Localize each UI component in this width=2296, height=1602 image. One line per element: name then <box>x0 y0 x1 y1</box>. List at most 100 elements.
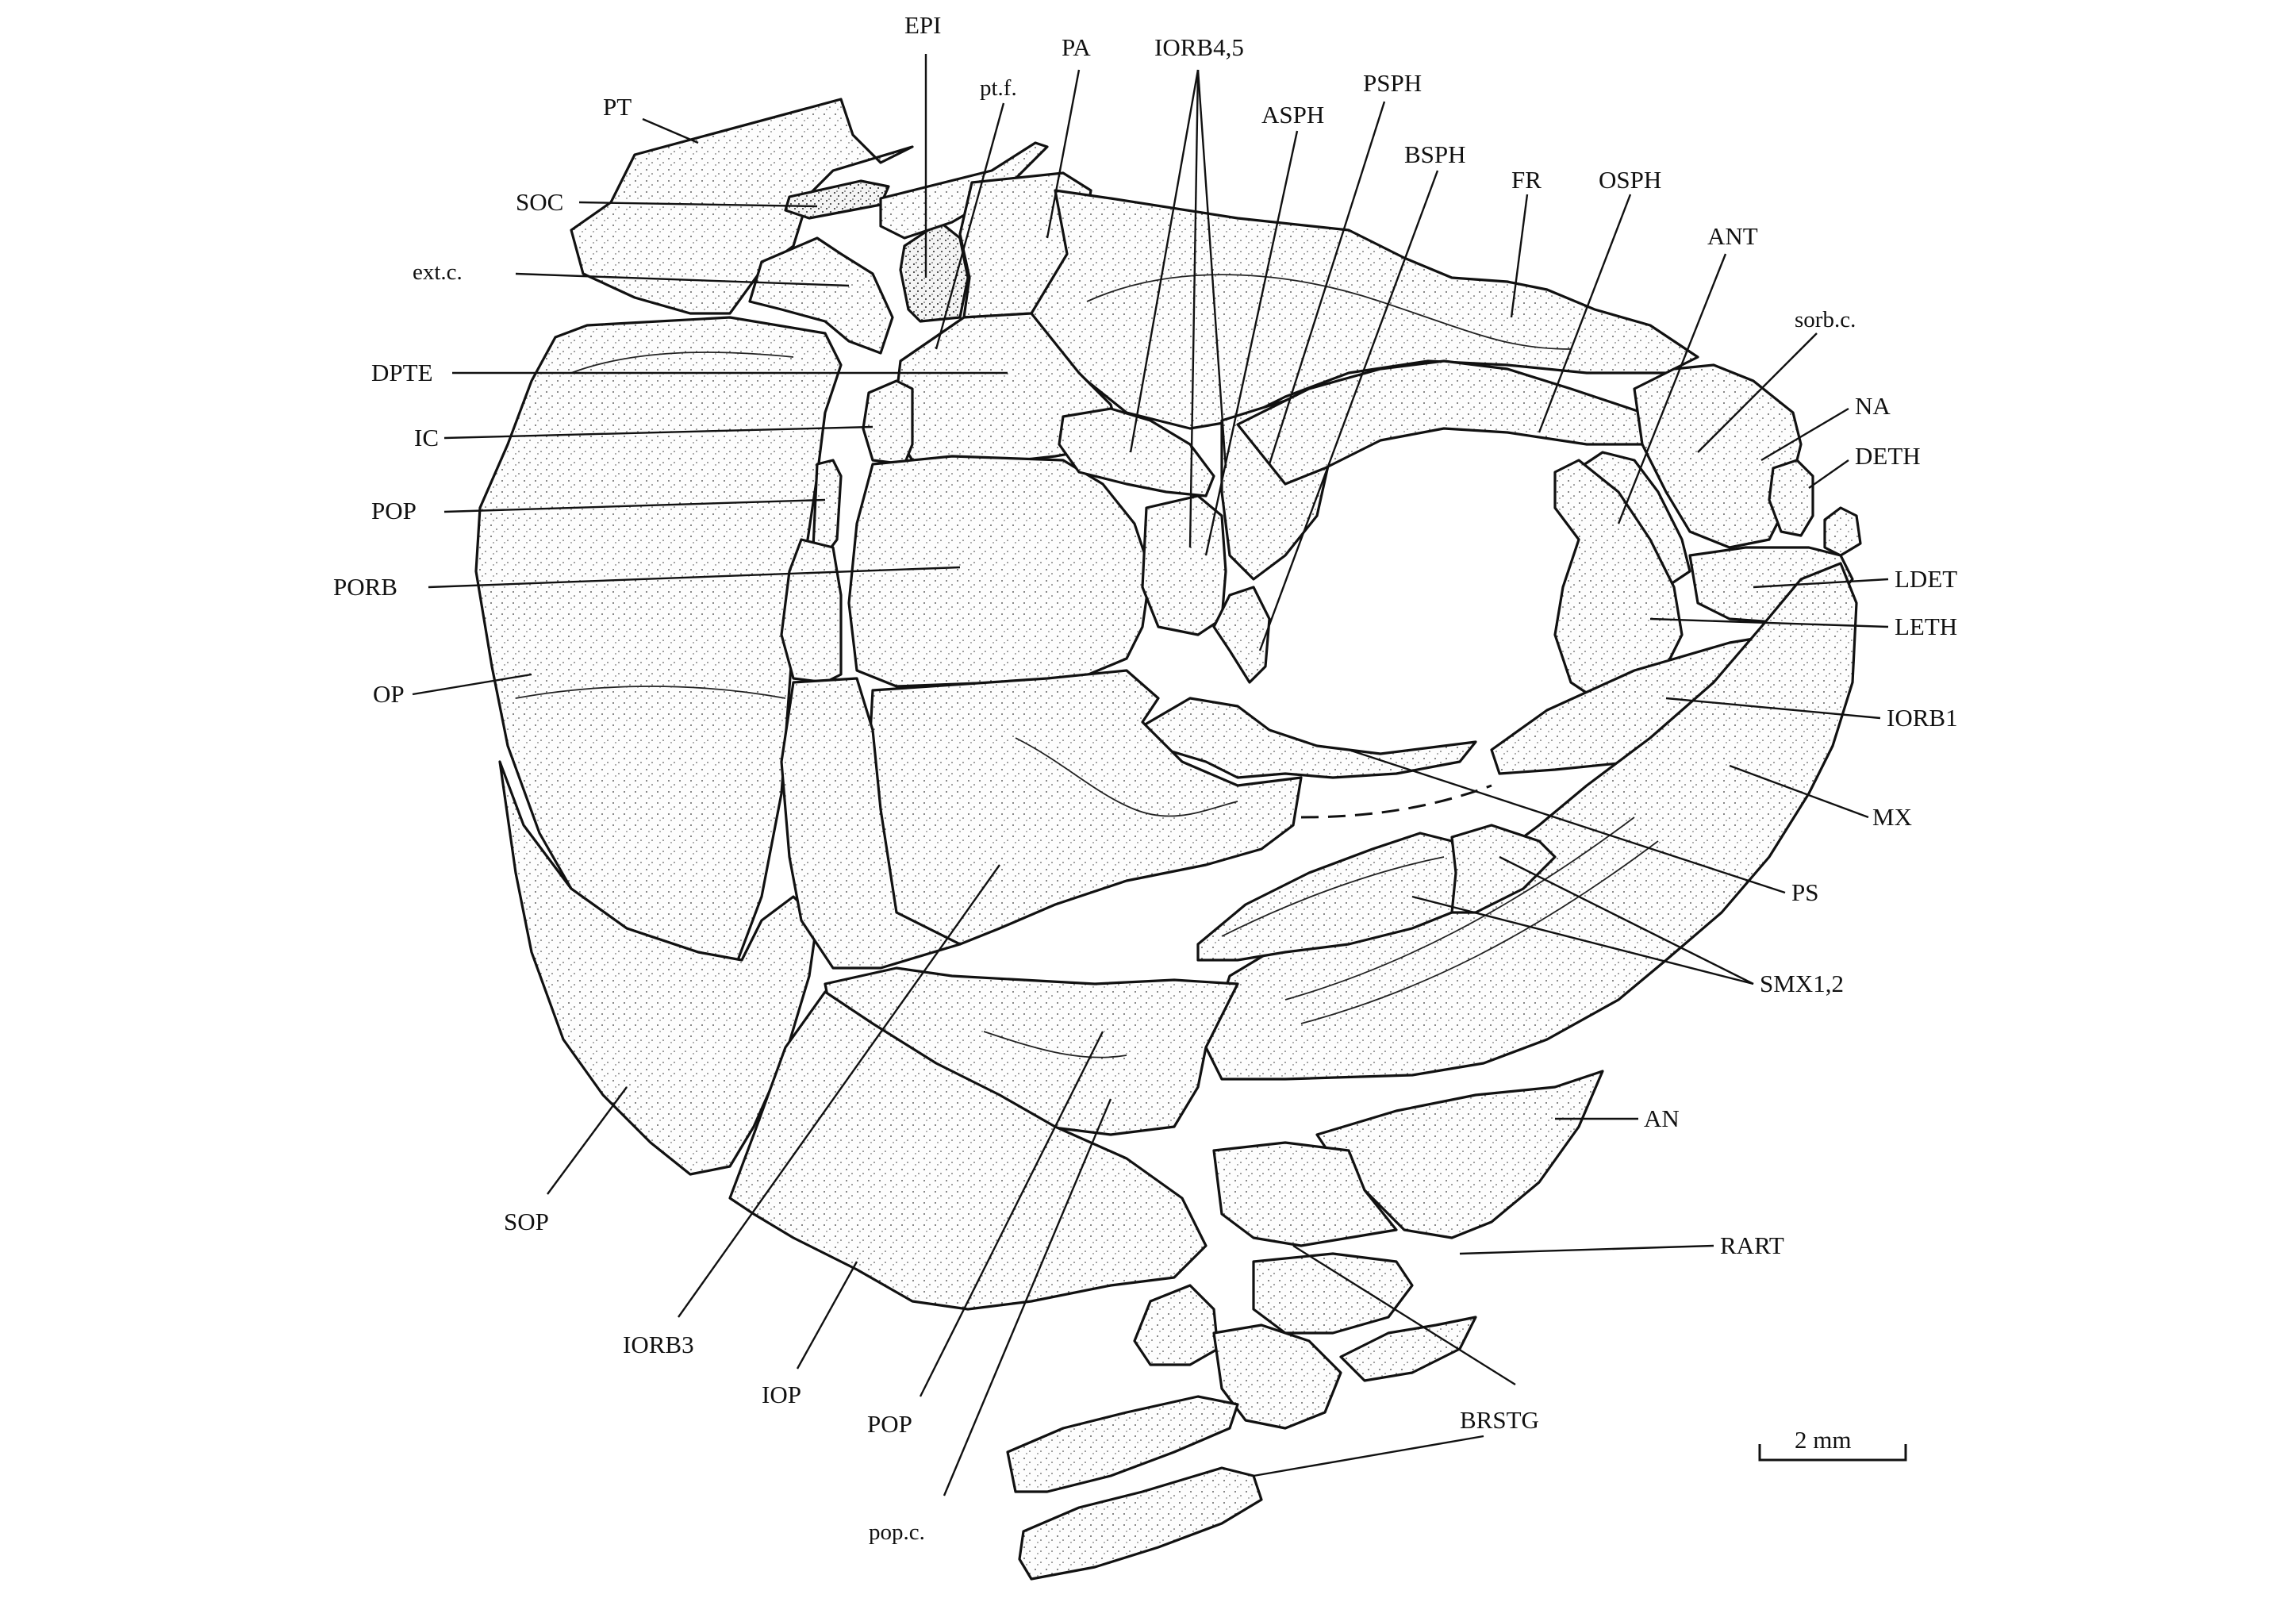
leader-leth <box>1649 617 1889 628</box>
leader-na <box>1760 407 1849 462</box>
leader-brstg-a <box>1292 1244 1516 1386</box>
label-mx: MX <box>1872 803 1912 831</box>
leader-sop <box>547 1086 628 1195</box>
bone-brstg-2 <box>1133 1284 1219 1366</box>
label-pt: PT <box>603 93 632 121</box>
label-pop-bottom: POP <box>867 1410 912 1438</box>
scale-bar-label: 2 mm <box>1795 1426 1851 1454</box>
leader-pt <box>642 117 699 144</box>
bone-pop-left <box>812 459 843 557</box>
label-bsph: BSPH <box>1404 140 1466 168</box>
bone-brstg-4 <box>1339 1316 1477 1382</box>
leader-ldet <box>1753 578 1889 589</box>
leader-iorb45-b <box>1188 69 1200 548</box>
label-pa: PA <box>1062 33 1091 61</box>
bone-iorb2 <box>780 677 962 970</box>
leader-asph <box>1204 130 1299 556</box>
label-soc: SOC <box>516 188 563 216</box>
leader-smx-b <box>1499 855 1754 985</box>
label-iorb1: IORB1 <box>1887 704 1958 732</box>
bone-bsph <box>1212 586 1271 684</box>
label-psph: PSPH <box>1363 69 1422 97</box>
leader-iop <box>796 1261 858 1370</box>
leader-ic <box>443 425 873 440</box>
label-extc: ext.c. <box>413 259 463 285</box>
label-brstg: BRSTG <box>1460 1406 1539 1434</box>
leader-osph <box>1538 194 1632 433</box>
bone-sop <box>498 760 819 1176</box>
leader-sorbc <box>1697 332 1818 453</box>
leader-deth <box>1808 459 1849 489</box>
label-porb: PORB <box>333 573 397 601</box>
label-pop-left: POP <box>371 497 417 524</box>
label-epi: EPI <box>904 11 942 39</box>
leader-extc <box>515 272 850 287</box>
leader-iorb45-a <box>1129 69 1200 453</box>
label-fr: FR <box>1511 166 1542 194</box>
label-sop: SOP <box>504 1208 549 1235</box>
ridge-smx <box>1221 856 1445 937</box>
label-op: OP <box>373 680 405 708</box>
label-an: AN <box>1644 1104 1680 1132</box>
leader-pop-bottom <box>919 1031 1104 1397</box>
leader-bsph <box>1258 170 1439 651</box>
leader-pa <box>1046 69 1081 239</box>
label-sorbc: sorb.c. <box>1795 307 1856 332</box>
leader-porb <box>428 566 961 589</box>
bone-ps <box>1141 697 1477 779</box>
bone-ldet-tip <box>1823 506 1862 557</box>
bone-brstg-6 <box>1018 1466 1263 1581</box>
leader-ptf <box>935 102 1005 350</box>
label-ps: PS <box>1791 878 1818 906</box>
bone-asph <box>1141 494 1227 636</box>
label-ptf: pt.f. <box>980 75 1017 101</box>
label-osph: OSPH <box>1599 166 1661 194</box>
label-leth: LETH <box>1895 613 1957 640</box>
label-rart: RART <box>1720 1231 1784 1259</box>
label-iorb45: IORB4,5 <box>1154 33 1244 61</box>
leader-pop-left <box>443 498 826 513</box>
bones-group <box>474 98 1862 1581</box>
ridge-mx-2 <box>1300 840 1659 1024</box>
ridge-mx <box>1284 816 1635 1001</box>
bone-ic <box>862 379 914 466</box>
label-asph: ASPH <box>1261 101 1324 129</box>
label-ic: IC <box>414 424 439 451</box>
bone-rart <box>1212 1141 1398 1247</box>
leader-psph <box>1268 101 1386 465</box>
bone-brstg-5 <box>1006 1395 1239 1493</box>
ridge-fr <box>1086 274 1572 350</box>
label-deth: DETH <box>1855 442 1921 470</box>
leader-brstg-b <box>1253 1435 1484 1477</box>
leader-popc <box>943 1098 1112 1496</box>
bone-brstg-3 <box>1212 1323 1342 1430</box>
bone-mx <box>1204 562 1858 1081</box>
label-popc: pop.c. <box>869 1519 925 1545</box>
ridge-iorb3 <box>1015 737 1238 817</box>
label-ldet: LDET <box>1895 565 1957 593</box>
ridge-op-2 <box>515 686 786 699</box>
leader-soc <box>578 201 818 208</box>
leader-ant <box>1617 253 1727 524</box>
label-na: NA <box>1855 392 1891 420</box>
leader-smx-a <box>1411 895 1754 985</box>
leader-iorb1 <box>1665 697 1881 720</box>
ridge-pop <box>983 1031 1127 1058</box>
reconstructed-outline <box>1300 784 1492 819</box>
label-iop: IOP <box>762 1381 801 1408</box>
ridge-op <box>570 352 794 374</box>
bone-extc <box>748 236 894 355</box>
bone-brstg-1 <box>1252 1252 1414 1335</box>
scale-bar: 2 mm <box>1758 1426 1907 1462</box>
label-dpte: DPTE <box>371 359 433 386</box>
bone-iorb-central <box>847 455 1152 688</box>
label-ant: ANT <box>1707 222 1758 250</box>
bone-deth <box>1768 459 1814 537</box>
leader-mx <box>1729 764 1869 819</box>
leader-lines <box>412 54 1889 1496</box>
leader-iorb3 <box>678 864 1000 1318</box>
label-iorb3: IORB3 <box>623 1331 694 1358</box>
label-smx12: SMX1,2 <box>1760 970 1844 997</box>
labels: EPI PT pt.f. PA IORB4,5 ASPH PSPH BSPH F… <box>333 11 1958 1545</box>
